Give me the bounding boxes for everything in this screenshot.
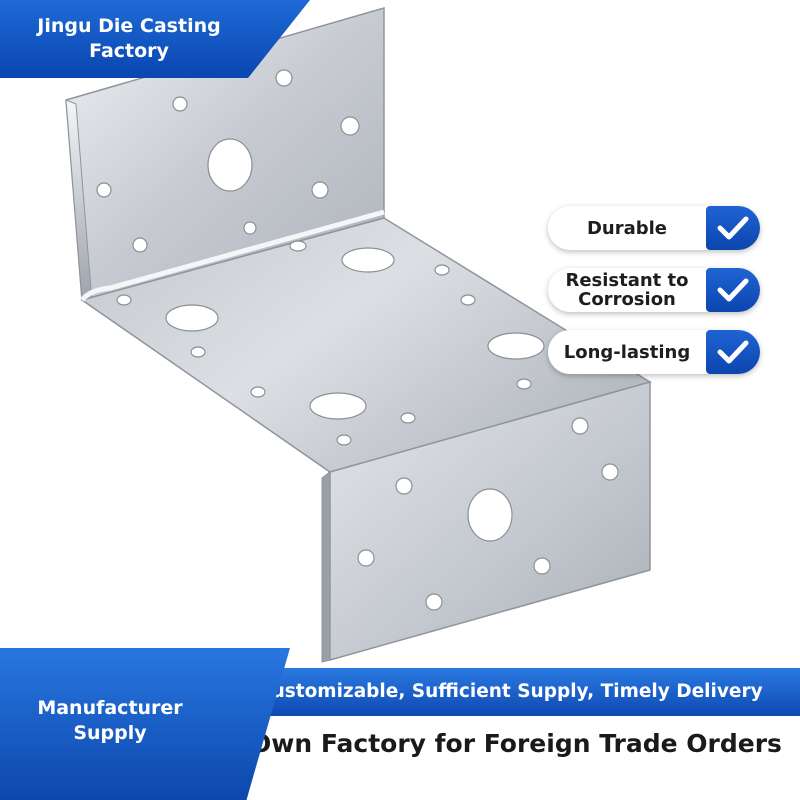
feature-label: Long-lasting xyxy=(563,341,691,363)
services-text: Customizable, Sufficient Supply, Timely … xyxy=(258,681,763,702)
brand-name: Jingu Die Casting Factory xyxy=(37,15,221,62)
feature-badge-durable: Durable xyxy=(548,206,760,250)
check-icon xyxy=(706,206,760,250)
feature-list: Durable Resistant to Corrosion Long-last… xyxy=(548,206,760,392)
headline-text: Own Factory for Foreign Trade Orders xyxy=(250,729,782,758)
services-strip: Customizable, Sufficient Supply, Timely … xyxy=(238,668,800,716)
feature-badge-corrosion: Resistant to Corrosion xyxy=(548,268,760,312)
manufacturer-supply-label: Manufacturer Supply xyxy=(37,697,183,744)
check-icon xyxy=(706,268,760,312)
feature-label: Durable xyxy=(586,217,668,239)
feature-label: Resistant to Corrosion xyxy=(565,270,689,310)
manufacturer-supply-panel: Manufacturer Supply xyxy=(0,648,290,800)
feature-badge-long-lasting: Long-lasting xyxy=(548,330,760,374)
headline-panel: Own Factory for Foreign Trade Orders xyxy=(232,716,800,800)
check-icon xyxy=(706,330,760,374)
